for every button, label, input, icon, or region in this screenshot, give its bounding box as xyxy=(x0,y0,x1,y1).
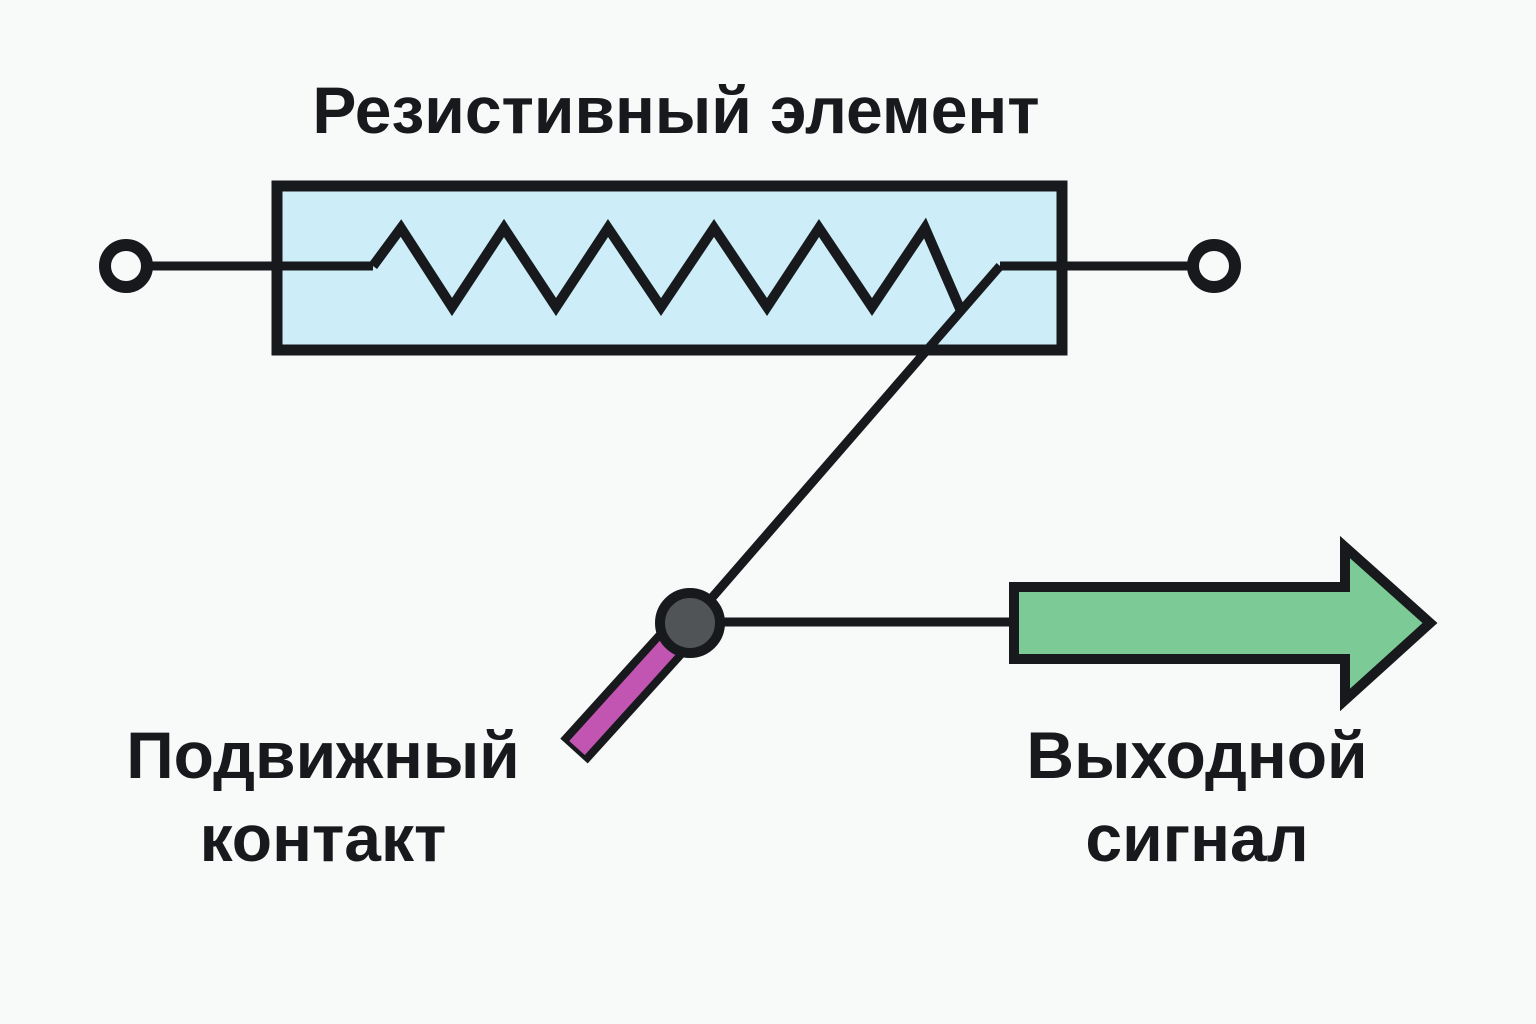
output-signal-label-line2: сигнал xyxy=(1085,801,1308,875)
diagram-title: Резистивный элемент xyxy=(312,73,1039,147)
wiper-tap-wire xyxy=(686,263,1004,626)
right-terminal xyxy=(1187,239,1241,293)
wiper-contact-dot xyxy=(655,588,725,658)
left-terminal xyxy=(99,239,153,293)
output-signal-arrow-icon xyxy=(1009,535,1438,712)
wiper-contact-label-line1: Подвижный xyxy=(126,718,520,792)
resistor-zigzag xyxy=(368,217,966,317)
wiper-contact-label-line2: контакт xyxy=(200,801,447,875)
output-signal-label-line1: Выходной xyxy=(1026,718,1367,792)
